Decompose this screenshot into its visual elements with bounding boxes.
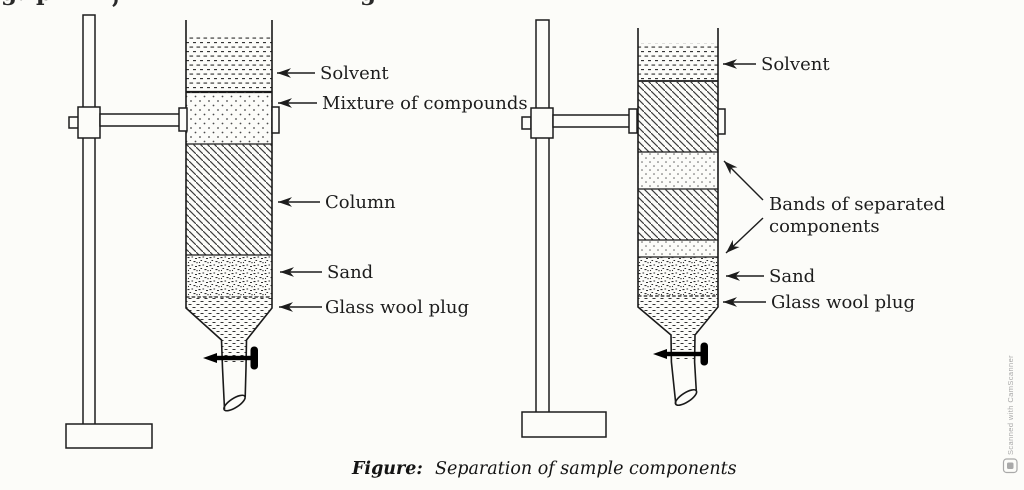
right-column-glass [637,28,719,407]
bands-label-line1: Bands of separated [769,194,945,215]
right-band-dotted-2 [638,240,718,257]
bands-label-line2: components [769,216,880,237]
clamp-arm [99,113,181,127]
top-fragment: g [360,0,376,6]
stand-base [521,411,607,438]
right-band-dotted-1 [638,152,718,189]
right-glass-wool-layer [638,296,718,360]
stand-base [65,423,153,449]
column-wall-right [244,20,273,398]
top-fragment: , [112,0,120,9]
column-wall-left [185,20,226,410]
clamp-jaw-right [271,106,280,134]
right-clamp-jaws [628,108,726,135]
left-sand-layer [186,255,272,297]
right-band-hatch-2 [638,189,718,240]
camscanner-icon-inner [1007,462,1014,469]
left-sand-label: Sand [327,262,373,283]
clamp-jaw-left [178,107,188,132]
left-stopcock [203,346,258,370]
stand-rod [82,14,96,426]
right-solvent-layer [638,43,718,81]
stand-rod [535,19,550,414]
left-apparatus: Solvent Mixture of compounds Column Sand… [65,14,528,449]
caption-prefix: Figure: [351,459,423,479]
stopcock-handle [700,342,708,366]
right-labels [723,59,766,307]
left-solvent-layer [186,37,272,92]
watermark-text: Scanned with CamScanner [1006,355,1015,455]
bands-upper-arrow [723,160,764,201]
right-stopcock [653,342,708,366]
boss-head [530,107,554,139]
right-column-layers [638,43,718,360]
left-retort-stand [65,14,181,449]
left-column-glass [185,20,273,412]
column-wall-left [637,28,677,405]
clamp-jaw-left [628,108,638,134]
figure-caption: Figure: Separation of sample components [351,459,737,479]
left-glass-wool-layer [186,297,272,364]
right-glass-wool-label: Glass wool plug [771,292,915,313]
left-glass-wool-label: Glass wool plug [325,297,469,318]
stopcock-shaft [665,351,702,357]
left-solvent-label: Solvent [320,63,389,84]
left-column-layers [186,37,272,364]
right-apparatus: Solvent Bands of separated components Sa… [521,19,945,438]
column-wall-right [693,28,719,392]
left-adsorbent-layer [186,144,272,255]
stopcock-point [203,353,217,363]
left-mixture-layer [186,92,272,144]
stopcock-handle [250,346,258,370]
boss-head [77,106,101,139]
right-band-hatch-1 [638,81,718,152]
right-retort-stand [521,19,631,438]
watermark: Scanned with CamScanner [1002,355,1018,474]
outlet-tip-opening [674,388,698,407]
left-mixture-label: Mixture of compounds [322,93,528,114]
left-labels [277,68,322,312]
stopcock-point [653,349,667,359]
right-solvent-label: Solvent [761,54,830,75]
left-clamp-jaws [178,106,280,134]
right-sand-label: Sand [769,266,815,287]
torn-top-text: g. p , g [1,0,376,9]
clamp-jaw-right [717,108,726,135]
caption-body: Separation of sample components [435,459,737,479]
clamp-screw [521,116,532,130]
top-fragment: g. [1,0,25,6]
top-fragment: p [36,0,52,6]
clamp-arm [552,114,631,128]
outlet-tip-opening [223,394,246,412]
bands-lower-arrow [725,217,764,254]
stopcock-shaft [215,355,252,361]
left-column-label: Column [325,192,396,213]
right-sand-layer [638,257,718,296]
camscanner-icon [1002,458,1018,474]
